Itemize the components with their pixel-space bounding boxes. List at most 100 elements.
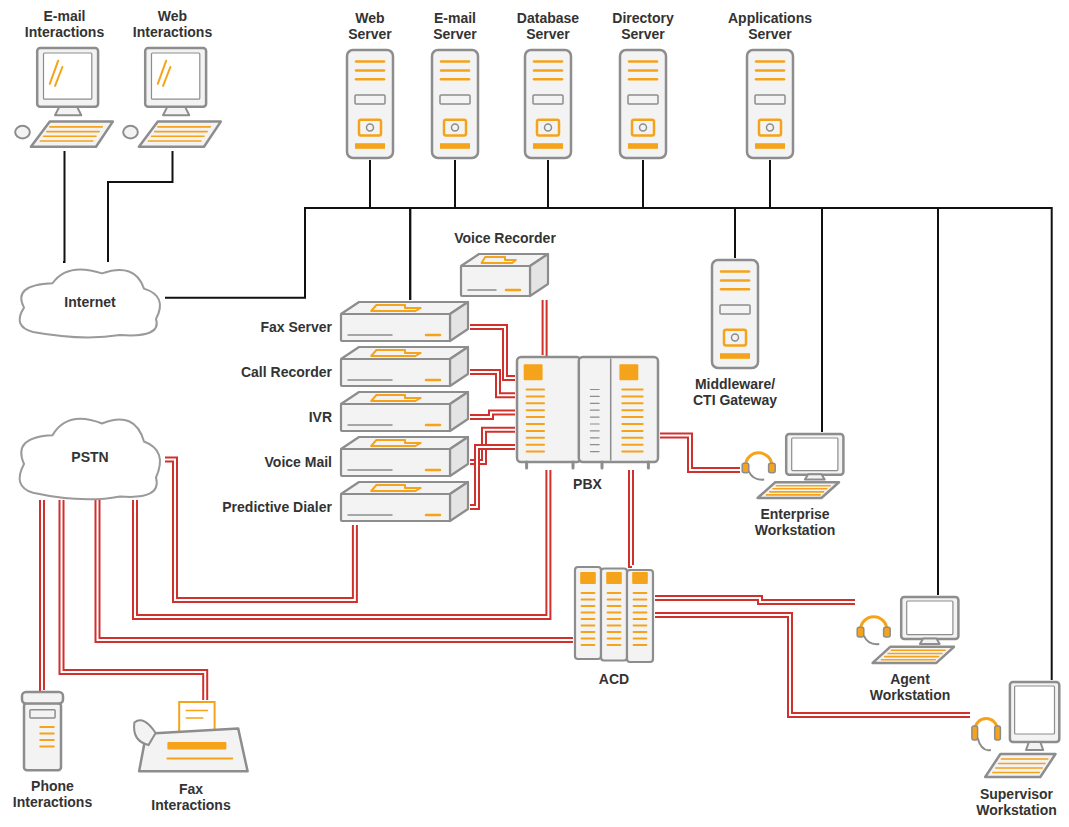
ws-node: Agent Workstation [855, 595, 965, 665]
link-stroke [631, 470, 632, 565]
pbx-node: PBX [515, 355, 660, 470]
phone-line [470, 413, 515, 418]
device-label: Fax Interactions [144, 781, 239, 813]
link-stroke [98, 500, 574, 640]
tower-icon [523, 48, 573, 160]
device-label: Fax Server [260, 319, 332, 335]
acd-icon [573, 565, 655, 665]
link-stroke [455, 160, 548, 208]
tower-icon [745, 48, 795, 160]
phone-line [470, 447, 515, 507]
device-label: Web Interactions [123, 8, 223, 40]
device-label: Voice Recorder [440, 230, 570, 246]
network-link [643, 160, 735, 258]
device-label: PSTN [15, 449, 165, 465]
device-label: Internet [15, 294, 165, 310]
cloud-node: PSTN [15, 410, 165, 500]
link-stroke [63, 151, 65, 262]
link-stroke [41, 500, 44, 690]
link-stroke [165, 460, 355, 601]
link-stroke [98, 500, 574, 640]
device-label: E-mail Server [420, 10, 490, 42]
link-stroke [643, 160, 735, 258]
link-stroke [470, 372, 515, 395]
tower-icon [345, 48, 395, 160]
phone-line [135, 470, 548, 617]
tower-icon [710, 258, 760, 370]
network-link [735, 160, 770, 258]
link-stroke [541, 300, 548, 355]
phone-line [42, 500, 44, 690]
link-stroke [655, 598, 855, 602]
link-stroke [470, 372, 515, 395]
link-stroke [39, 500, 46, 690]
link-stroke [548, 160, 643, 208]
device-label: ACD [574, 671, 654, 687]
link-stroke [770, 160, 822, 432]
link-stroke [470, 447, 515, 507]
link-stroke [470, 413, 515, 418]
device-label: Database Server [513, 10, 583, 42]
link-stroke [655, 598, 855, 602]
tower-icon [618, 48, 668, 160]
slab-node: Voice Mail [340, 435, 470, 480]
phone-icon [20, 690, 65, 772]
fax-node: Fax Interactions [132, 700, 250, 775]
network-link [165, 160, 370, 298]
pc-icon [12, 46, 117, 151]
phone-line [660, 436, 740, 471]
link-stroke [470, 413, 515, 418]
phone-line [165, 460, 355, 601]
link-stroke [660, 436, 740, 471]
tower-node: Directory Server [618, 48, 668, 160]
fax-icon [132, 700, 250, 775]
link-stroke [660, 436, 740, 471]
device-label: Voice Mail [265, 454, 332, 470]
link-stroke [370, 160, 410, 300]
slab-node: Predictive Dialer [340, 480, 470, 525]
link-stroke [735, 160, 770, 258]
pc-icon [120, 46, 225, 151]
phone-line [470, 372, 515, 395]
slab-icon [460, 252, 550, 300]
device-label: IVR [309, 409, 332, 425]
link-stroke [135, 470, 548, 617]
device-label: Call Recorder [241, 364, 332, 380]
phone-line [544, 300, 546, 355]
slab-icon [340, 345, 470, 390]
link-stroke [165, 460, 355, 601]
link-stroke [135, 470, 548, 617]
link-stroke [470, 447, 515, 507]
slab-icon [340, 390, 470, 435]
ws-node: Enterprise Workstation [740, 432, 850, 500]
network-link [370, 160, 410, 300]
tower-icon [430, 48, 480, 160]
network-link [455, 160, 548, 208]
tower-node: Applications Server [745, 48, 795, 160]
network-link [410, 160, 455, 300]
network-link [63, 151, 65, 262]
pc-node: E-mail Interactions [12, 46, 117, 151]
device-label: E-mail Interactions [15, 8, 115, 40]
slab-node: Call Recorder [340, 345, 470, 390]
ws-icon [740, 432, 850, 500]
device-label: Web Server [335, 10, 405, 42]
link-stroke [108, 151, 173, 262]
device-label: Middleware/ CTI Gateway [687, 376, 783, 408]
device-label: Supervisor Workstation [969, 786, 1064, 818]
link-stroke [165, 160, 370, 298]
network-link [822, 208, 938, 595]
phone-node: Phone Interactions [20, 690, 65, 772]
tower-node: Middleware/ CTI Gateway [710, 258, 760, 370]
phone-line [655, 598, 855, 602]
slab-icon [340, 435, 470, 480]
device-label: Agent Workstation [863, 671, 958, 703]
cloud-node: Internet [15, 262, 165, 338]
device-label: PBX [548, 476, 628, 492]
device-label: Phone Interactions [5, 778, 100, 810]
device-label: Predictive Dialer [222, 499, 332, 515]
slab-icon [340, 480, 470, 525]
device-label: Enterprise Workstation [748, 506, 843, 538]
pc-node: Web Interactions [120, 46, 225, 151]
